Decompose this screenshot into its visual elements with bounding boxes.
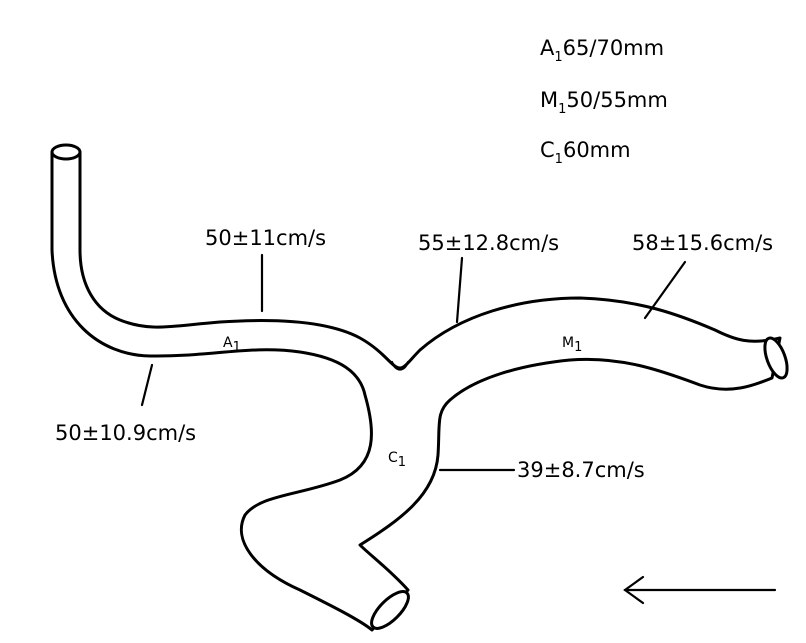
leader-a1-lower (140, 363, 154, 407)
velocity-m1-distal: 58±15.6cm/s (632, 231, 773, 255)
c1-inlet-opening (370, 590, 410, 630)
velocity-c1: 39±8.7cm/s (517, 458, 645, 482)
a1-proximal-opening (50, 143, 82, 161)
m1-distal-opening (763, 336, 789, 380)
label-m1: M1 (562, 335, 582, 355)
velocity-m1-proximal: 55±12.8cm/s (418, 231, 559, 255)
legend-a1: A165/70mm (540, 36, 664, 65)
label-a1: A1 (223, 335, 241, 355)
leader-m1-proximal (455, 256, 464, 324)
velocity-a1-upper: 50±11cm/s (205, 226, 326, 250)
junction-notch (390, 360, 410, 371)
flow-direction-arrow (623, 575, 777, 605)
velocity-a1-lower: 50±10.9cm/s (55, 421, 196, 445)
legend-m1: M150/55mm (540, 88, 668, 117)
diameter-legend: A165/70mm M150/55mm C160mm (540, 36, 668, 167)
vessel-body (50, 150, 782, 632)
legend-c1: C160mm (540, 138, 631, 167)
leader-m1-distal (643, 260, 687, 320)
label-c1: C1 (388, 450, 406, 470)
